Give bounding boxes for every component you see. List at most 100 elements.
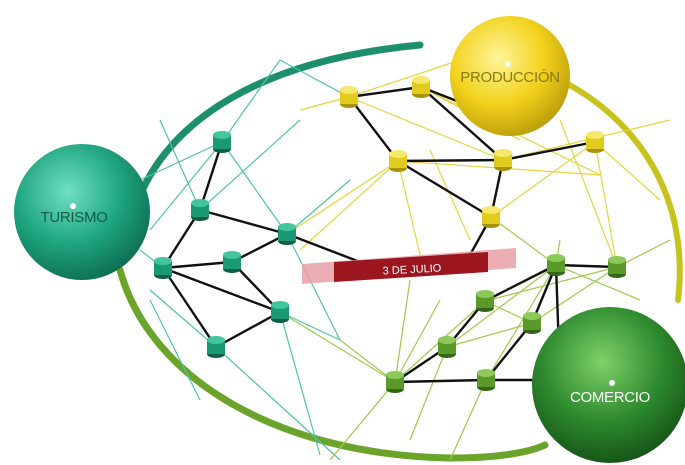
thin-link	[139, 141, 223, 181]
cylinder-top	[386, 371, 404, 379]
outer-ring	[116, 41, 683, 462]
thin-link	[485, 264, 557, 381]
thin-link	[490, 216, 557, 266]
ring-segment-yellow	[557, 77, 683, 303]
thin-link	[348, 96, 504, 161]
cylinder-body	[191, 203, 209, 217]
cylinder-body	[608, 260, 626, 274]
cylinder-top	[213, 131, 231, 139]
black-link	[231, 232, 288, 264]
hub-turismo-highlight	[70, 203, 76, 209]
hub-comercio-highlight	[609, 380, 615, 386]
cylinder-node-green	[438, 336, 456, 358]
nodes	[154, 76, 626, 393]
cylinder-top	[494, 149, 512, 157]
cylinder-top	[438, 336, 456, 344]
thin-link	[446, 322, 533, 348]
hub-turismo: TURISMO	[14, 144, 150, 280]
black-link	[162, 266, 281, 314]
thin-link	[221, 141, 288, 235]
thin-link	[348, 59, 461, 98]
cylinder-node-green	[608, 256, 626, 278]
hub-produccion-label: PRODUCCIÓN	[460, 69, 560, 86]
black-link	[162, 260, 233, 270]
cylinder-body	[482, 210, 500, 224]
cylinder-body	[547, 258, 565, 272]
hub-produccion-highlight	[505, 61, 511, 67]
cylinder-top	[547, 254, 565, 262]
cylinder-body	[340, 90, 358, 104]
cylinder-body	[386, 375, 404, 389]
black-link	[394, 378, 487, 384]
thin-link	[149, 141, 223, 231]
cylinder-node-teal	[191, 199, 209, 221]
cylinder-node-yellow	[412, 76, 430, 98]
cylinder-top	[389, 150, 407, 158]
cylinder-body	[223, 255, 241, 269]
cylinder-body	[412, 80, 430, 94]
cylinder-top	[278, 223, 296, 231]
thin-link	[490, 141, 596, 218]
cylinder-node-yellow	[340, 86, 358, 108]
black-link	[485, 322, 533, 381]
black-link	[420, 86, 504, 161]
thin-link	[286, 179, 351, 235]
cylinder-top	[191, 199, 209, 207]
thin-link	[279, 59, 350, 98]
cylinder-top	[271, 301, 289, 309]
thin-link	[215, 346, 341, 461]
hub-turismo-label: TURISMO	[40, 209, 107, 226]
cylinder-top	[476, 290, 494, 298]
hub-comercio: COMERCIO	[532, 307, 685, 463]
thin-link	[594, 141, 661, 201]
banner-bar	[334, 252, 488, 282]
thin-link	[149, 289, 217, 348]
hub-turismo-sphere	[14, 144, 150, 280]
thin-link	[397, 160, 421, 256]
hub-comercio-label: COMERCIO	[570, 389, 650, 406]
cylinder-body	[271, 305, 289, 319]
thin-link	[409, 346, 448, 441]
cylinder-node-teal	[154, 257, 172, 279]
date-banner: 3 DE JULIO	[302, 248, 516, 284]
thin-link	[199, 119, 301, 211]
thin-link	[446, 264, 557, 348]
thin-link	[555, 264, 641, 301]
black-link	[555, 263, 618, 269]
cylinder-body	[476, 294, 494, 308]
thin-link	[339, 339, 396, 383]
black-link	[397, 159, 492, 219]
thin-link	[159, 119, 201, 211]
black-link	[348, 85, 422, 99]
cylinder-node-green	[477, 369, 495, 391]
thin-link	[329, 381, 396, 461]
hub-produccion: PRODUCCIÓN	[450, 16, 570, 136]
cylinder-node-yellow	[482, 206, 500, 228]
hub-produccion-sphere	[450, 16, 570, 136]
cylinder-node-green	[386, 371, 404, 393]
ring-segment-teal	[134, 41, 424, 204]
thin-link	[286, 233, 341, 341]
cylinder-node-teal	[213, 131, 231, 153]
cylinder-body	[278, 227, 296, 241]
black-link	[215, 310, 281, 349]
cylinder-top	[586, 131, 604, 139]
cylinder-node-green	[476, 290, 494, 312]
cylinder-top	[412, 76, 430, 84]
thin-link	[594, 141, 618, 268]
thin-link	[429, 149, 471, 241]
cylinder-top	[340, 86, 358, 94]
black-link	[286, 232, 361, 264]
cylinder-top	[154, 257, 172, 265]
cylinder-body	[523, 316, 541, 330]
black-link	[348, 96, 399, 162]
cylinder-node-yellow	[389, 150, 407, 172]
cylinder-top	[477, 369, 495, 377]
cylinder-top	[523, 312, 541, 320]
cylinder-body	[477, 373, 495, 387]
cylinder-top	[482, 206, 500, 214]
thin-link	[149, 299, 201, 401]
thin-link	[279, 311, 341, 341]
cylinder-body	[494, 153, 512, 167]
thin-link	[299, 160, 399, 251]
